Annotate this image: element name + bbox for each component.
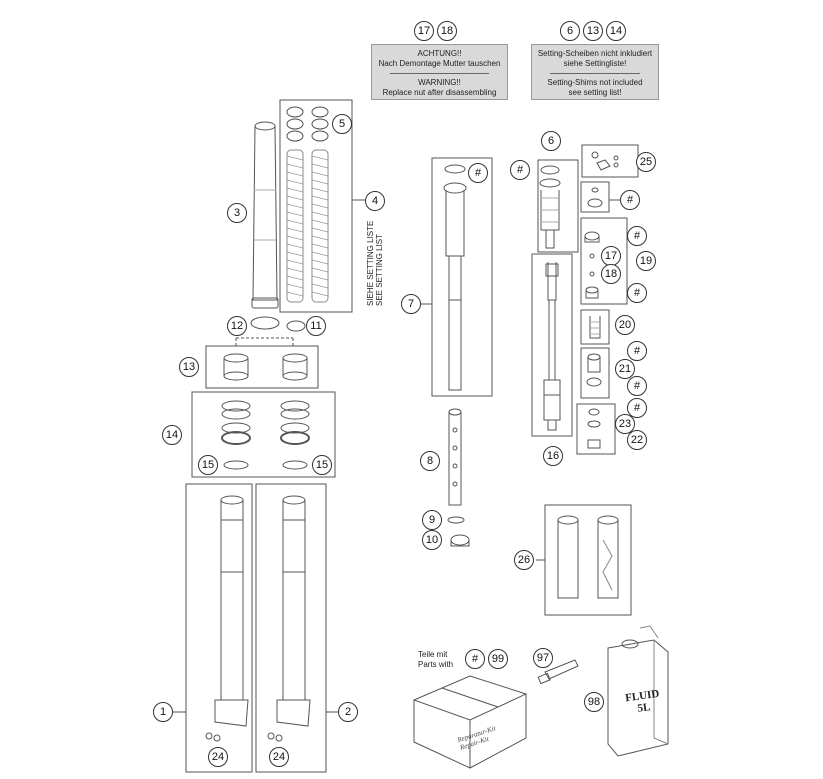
box-leg-1 — [185, 483, 253, 773]
callout-5[interactable]: 5 — [332, 114, 352, 134]
rod-8 — [448, 408, 462, 506]
legend-line2: Parts with — [418, 660, 454, 669]
callout-12[interactable]: 12 — [227, 316, 247, 336]
callout-17[interactable]: 17 — [414, 21, 434, 41]
cartridge-tube — [443, 164, 467, 391]
callout-25[interactable]: 25 — [636, 152, 656, 172]
note-right-line3: Setting-Shims not included — [547, 78, 643, 87]
callout-13[interactable]: 13 — [583, 21, 603, 41]
callout-18b[interactable]: 18 — [601, 264, 621, 284]
warning-note: ACHTUNG!! Nach Demontage Mutter tauschen… — [371, 44, 508, 100]
callout-hash-23[interactable]: # — [627, 398, 647, 418]
callout-15b[interactable]: 15 — [312, 455, 332, 475]
lower-leg-1 — [205, 495, 249, 742]
grease-tube-97 — [537, 659, 579, 685]
callout-8[interactable]: 8 — [420, 451, 440, 471]
callout-21[interactable]: 21 — [615, 359, 635, 379]
bushings-13 — [223, 353, 308, 381]
part-11 — [286, 320, 306, 332]
callout-14b[interactable]: 14 — [162, 425, 182, 445]
lower-leg-2 — [267, 495, 311, 742]
callout-hash-19b[interactable]: # — [627, 283, 647, 303]
callout-26[interactable]: 26 — [514, 550, 534, 570]
note-left-refs: 17 18 — [414, 21, 457, 41]
box-25 — [581, 144, 639, 178]
setting-list-de: SIEHE SETTING LISTE — [366, 220, 375, 306]
callout-hash-7[interactable]: # — [468, 163, 488, 183]
note-left-line2: Nach Demontage Mutter tauschen — [378, 59, 501, 68]
callout-23[interactable]: 23 — [615, 414, 635, 434]
callout-18[interactable]: 18 — [437, 21, 457, 41]
callout-97[interactable]: 97 — [533, 648, 553, 668]
setting-list-en: SEE SETTING LIST — [375, 233, 384, 306]
callout-hash-orings[interactable]: # — [620, 190, 640, 210]
box-20 — [580, 309, 610, 345]
callout-14[interactable]: 14 — [606, 21, 626, 41]
callout-24b[interactable]: 24 — [269, 747, 289, 767]
setting-list-label: SIEHE SETTING LISTE SEE SETTING LIST — [366, 221, 384, 306]
legend-line1: Teile mit — [418, 650, 448, 659]
o-rings — [286, 106, 329, 142]
box-16 — [531, 253, 573, 437]
washer-9 — [447, 516, 465, 524]
note-left-line4: Replace nut after disassembling — [382, 88, 497, 97]
legend-refs: # 99 — [465, 649, 508, 669]
note-right-line4: see setting list! — [568, 88, 622, 97]
callout-10[interactable]: 10 — [422, 530, 442, 550]
fluid-canister-98 — [607, 625, 669, 757]
bushing-12 — [250, 316, 280, 330]
note-right-refs: 6 13 14 — [560, 21, 626, 41]
box-leg-2 — [255, 483, 327, 773]
callout-19[interactable]: 19 — [636, 251, 656, 271]
callout-15a[interactable]: 15 — [198, 455, 218, 475]
box-22-23 — [576, 403, 616, 455]
legend-hash[interactable]: # — [465, 649, 485, 669]
callout-13b[interactable]: 13 — [179, 357, 199, 377]
nut-10 — [450, 534, 470, 546]
callout-3[interactable]: 3 — [227, 203, 247, 223]
box-13 — [205, 345, 319, 389]
callout-22[interactable]: 22 — [627, 430, 647, 450]
spring-box — [279, 99, 353, 313]
setting-note: Setting-Scheiben nicht inkludiert siehe … — [531, 44, 659, 100]
callout-6[interactable]: 6 — [560, 21, 580, 41]
note-right-line2: siehe Settingliste! — [563, 59, 627, 68]
callout-hash-19a[interactable]: # — [627, 226, 647, 246]
note-right-line1: Setting-Scheiben nicht inkludiert — [537, 49, 653, 58]
box-orings — [580, 181, 610, 213]
box-21 — [580, 347, 610, 399]
note-left-line3: WARNING!! — [418, 78, 461, 87]
valve-6 — [539, 165, 561, 249]
damper-rod-16 — [543, 262, 561, 431]
box-19 — [580, 217, 628, 305]
springs — [286, 149, 329, 303]
callout-9[interactable]: 9 — [422, 510, 442, 530]
callout-17b[interactable]: 17 — [601, 246, 621, 266]
callout-hash-21a[interactable]: # — [627, 341, 647, 361]
callout-6b[interactable]: 6 — [541, 131, 561, 151]
callout-hash-6[interactable]: # — [510, 160, 530, 180]
callout-11[interactable]: 11 — [306, 316, 326, 336]
callout-1[interactable]: 1 — [153, 702, 173, 722]
callout-98[interactable]: 98 — [584, 692, 604, 712]
box-6 — [537, 159, 579, 253]
callout-7[interactable]: 7 — [401, 294, 421, 314]
legend-text: Teile mit Parts with — [418, 650, 453, 670]
repair-kit-box — [412, 675, 528, 769]
note-left-line1: ACHTUNG!! — [417, 49, 462, 58]
callout-20[interactable]: 20 — [615, 315, 635, 335]
legend-kit-ref[interactable]: 99 — [488, 649, 508, 669]
box-7 — [431, 157, 493, 397]
callout-2[interactable]: 2 — [338, 702, 358, 722]
callout-4[interactable]: 4 — [365, 191, 385, 211]
box-14 — [191, 391, 336, 478]
seals-14 — [221, 400, 310, 470]
upper-tube — [251, 121, 279, 309]
callout-16[interactable]: 16 — [543, 446, 563, 466]
callout-24a[interactable]: 24 — [208, 747, 228, 767]
fluid-label: FLUID 5L — [624, 688, 661, 717]
callout-hash-21b[interactable]: # — [627, 376, 647, 396]
